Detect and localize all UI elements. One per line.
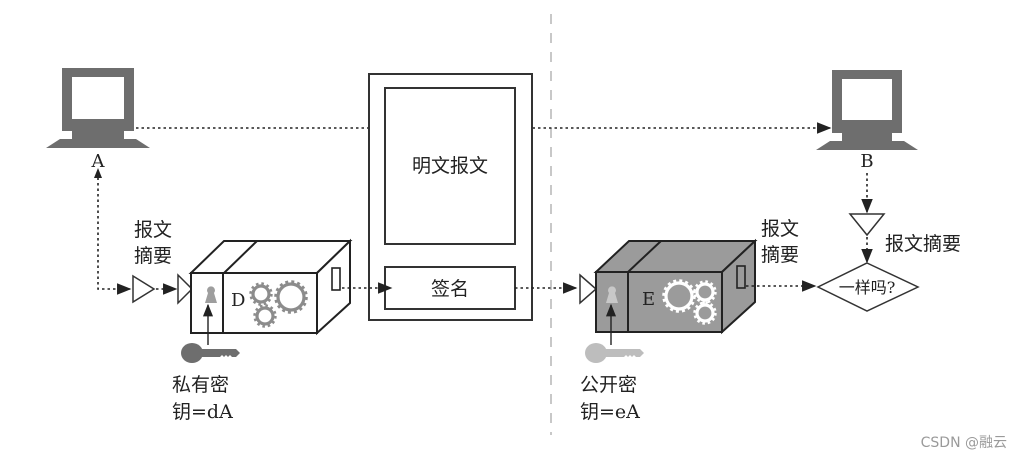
edge-a-to-digest [97,172,132,295]
signature-label: 签名 [431,278,469,300]
digest-triangle-right [579,273,598,305]
digest-triangle-left-1 [132,274,156,304]
digest-right-label-2: 摘要 [761,244,799,266]
box-d [188,238,353,336]
public-key-label-1: 公开密 [580,374,637,396]
signature-box [384,266,516,310]
keyhole-e-icon [606,286,618,303]
arrowhead-a [94,168,102,178]
computer-b-icon [816,70,918,150]
public-key-label-2: 钥=eA [580,401,640,423]
public-key-icon [585,343,644,363]
digest-triangle-b [848,213,886,237]
digest-b-label: 报文摘要 [885,233,961,255]
digest-left-label-1: 报文 [134,219,172,241]
computer-b-label: B [860,151,873,172]
watermark: CSDN @融云 [921,435,1007,451]
plaintext-label: 明文报文 [412,155,488,177]
keyhole-d-icon [205,286,217,303]
compare-diamond [816,262,920,312]
box-e-label: E [642,289,655,310]
digest-triangle-left-2 [177,273,194,305]
private-key-icon [181,343,240,363]
plaintext-box [384,87,516,245]
box-d-label: D [231,290,245,311]
private-key-label-2: 钥=dA [172,401,233,423]
digest-right-label-1: 报文 [761,218,799,240]
computer-a-label: A [91,151,106,172]
digest-left-label-2: 摘要 [134,245,172,267]
private-key-label-1: 私有密 [172,374,229,396]
computer-a-icon [46,68,150,148]
box-e [593,238,758,335]
compare-label: 一样吗? [839,278,896,297]
